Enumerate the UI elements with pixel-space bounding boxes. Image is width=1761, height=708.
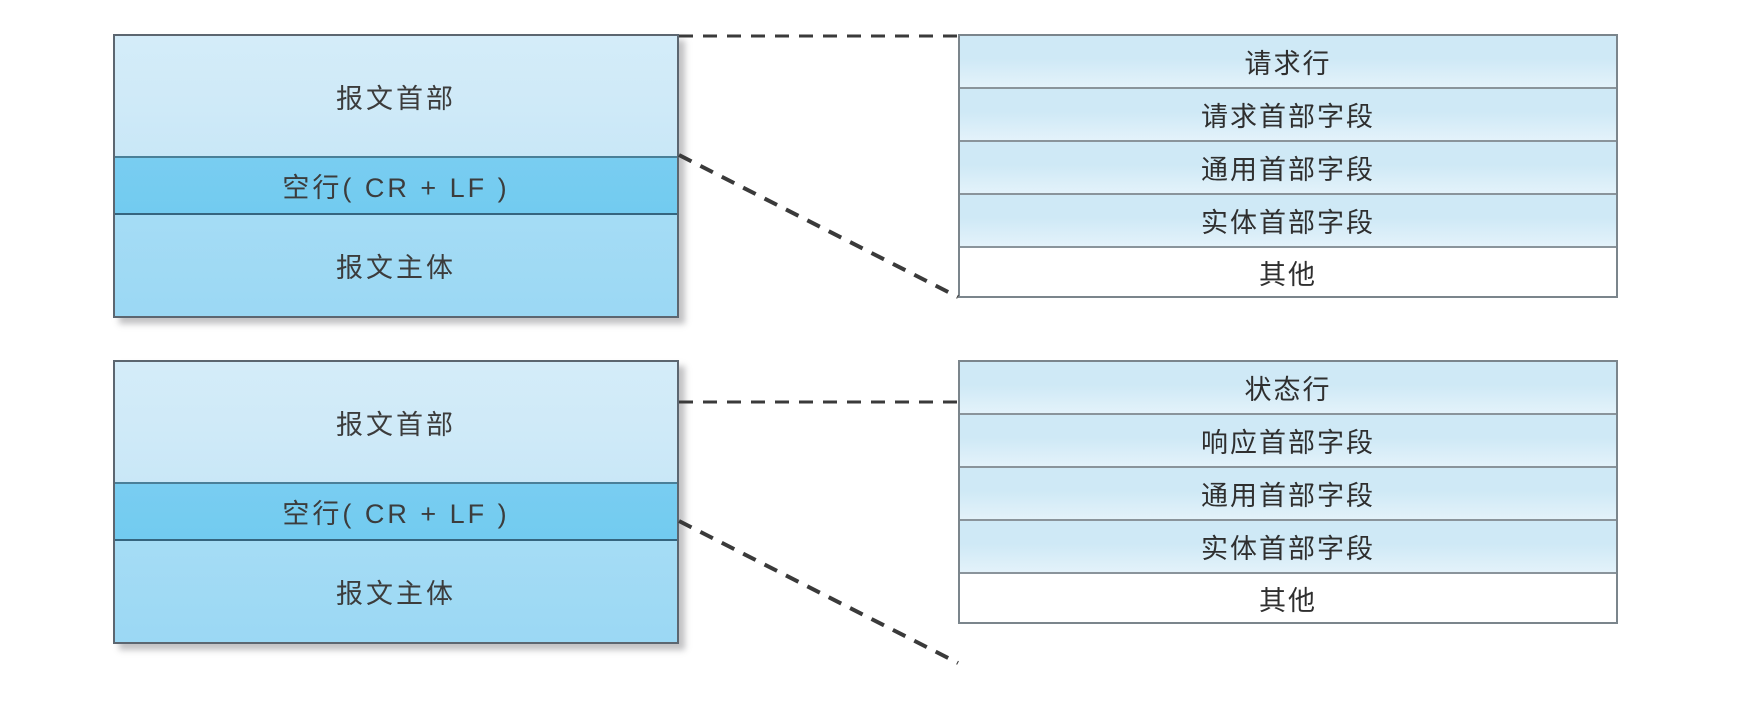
response-detail-row-other: 其他 xyxy=(960,574,1616,622)
request-bottom-connector xyxy=(678,153,959,299)
response-band-body-label: 报文主体 xyxy=(336,579,456,609)
response-band-blank-line-label: 空行( CR + LF ) xyxy=(282,499,510,529)
request-detail-row-other: 其他 xyxy=(960,248,1616,296)
request-message-box: 报文首部 空行( CR + LF ) 报文主体 xyxy=(113,34,679,318)
request-band-header-label: 报文首部 xyxy=(336,83,456,114)
response-detail-row-status-line-label: 状态行 xyxy=(1244,375,1332,405)
response-detail-row-other-label: 其他 xyxy=(1259,585,1317,616)
request-detail-row-general-header-field: 通用首部字段 xyxy=(960,142,1616,195)
request-detail-box: 请求行 请求首部字段 通用首部字段 实体首部字段 其他 xyxy=(958,34,1618,298)
request-detail-row-request-line-label: 请求行 xyxy=(1244,49,1332,79)
response-detail-row-response-header-field-label: 响应首部字段 xyxy=(1201,428,1375,458)
request-band-header: 报文首部 xyxy=(115,36,677,158)
request-detail-row-general-header-field-label: 通用首部字段 xyxy=(1201,155,1375,185)
response-message-box: 报文首部 空行( CR + LF ) 报文主体 xyxy=(113,360,679,644)
request-detail-row-other-label: 其他 xyxy=(1259,259,1317,290)
response-band-header: 报文首部 xyxy=(115,362,677,484)
request-detail-row-request-header-field: 请求首部字段 xyxy=(960,89,1616,142)
response-detail-box: 状态行 响应首部字段 通用首部字段 实体首部字段 其他 xyxy=(958,360,1618,624)
response-bottom-connector xyxy=(678,519,959,665)
response-detail-row-entity-header-field: 实体首部字段 xyxy=(960,521,1616,574)
request-band-body: 报文主体 xyxy=(115,215,677,316)
request-detail-row-request-line: 请求行 xyxy=(960,36,1616,89)
request-band-blank-line: 空行( CR + LF ) xyxy=(115,158,677,215)
response-band-body: 报文主体 xyxy=(115,541,677,642)
response-detail-row-status-line: 状态行 xyxy=(960,362,1616,415)
request-detail-row-entity-header-field-label: 实体首部字段 xyxy=(1201,208,1375,238)
request-band-body-label: 报文主体 xyxy=(336,253,456,283)
request-detail-row-entity-header-field: 实体首部字段 xyxy=(960,195,1616,248)
request-detail-row-request-header-field-label: 请求首部字段 xyxy=(1201,102,1375,132)
response-detail-row-response-header-field: 响应首部字段 xyxy=(960,415,1616,468)
response-detail-row-entity-header-field-label: 实体首部字段 xyxy=(1201,534,1375,564)
response-band-blank-line: 空行( CR + LF ) xyxy=(115,484,677,541)
response-detail-row-general-header-field: 通用首部字段 xyxy=(960,468,1616,521)
response-band-header-label: 报文首部 xyxy=(336,409,456,440)
response-detail-row-general-header-field-label: 通用首部字段 xyxy=(1201,481,1375,511)
request-band-blank-line-label: 空行( CR + LF ) xyxy=(282,173,510,203)
